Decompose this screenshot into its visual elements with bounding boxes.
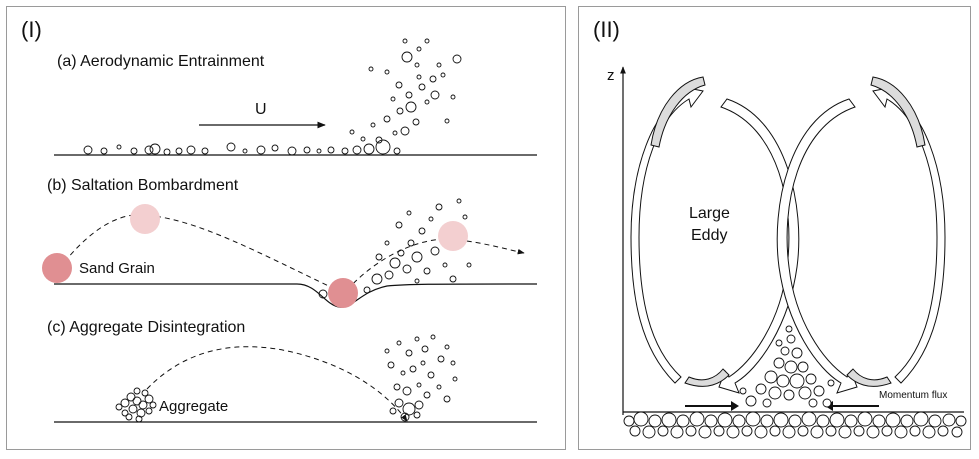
aggregate-disintegration-title: (c) Aggregate Disintegration [47, 319, 246, 336]
sand-grain-impact [328, 278, 358, 308]
sand-grain-start [42, 253, 72, 283]
momentum-flux-arrow-right [825, 401, 879, 411]
wind-speed-label: U [255, 101, 267, 118]
ejected-particles-b [318, 198, 472, 299]
aggregate-cluster [115, 387, 157, 423]
ground-line-b [54, 283, 538, 308]
sand-grain-rebound [438, 221, 468, 251]
aerodynamic-entrainment-title: (a) Aerodynamic Entrainment [57, 53, 265, 70]
panel-two-drawing [620, 66, 967, 439]
eddy-label-line-2: Eddy [691, 227, 728, 244]
saltation-bombardment-title: (b) Saltation Bombardment [47, 177, 239, 194]
particle-bed [623, 411, 967, 439]
z-axis-label: z [607, 67, 615, 84]
fragment-particles-c [384, 334, 458, 422]
particle-plume [739, 325, 835, 408]
aggregate-label: Aggregate [159, 398, 229, 415]
panel-one-label: (I) [21, 17, 42, 42]
aggregate-trajectory [146, 346, 408, 422]
panel-two-label: (II) [593, 17, 620, 42]
momentum-flux-label: Momentum flux [879, 390, 948, 401]
panel-one-drawing [42, 38, 538, 423]
right-eddy-loop [776, 76, 946, 394]
sand-grain-apex [130, 204, 160, 234]
surface-particles-a [83, 139, 401, 156]
sand-grain-label: Sand Grain [79, 260, 155, 277]
saltation-trajectory [58, 214, 338, 291]
panel-two: (II) z Large Eddy Momentum flux [578, 6, 971, 450]
entrained-particles-a [349, 38, 462, 144]
momentum-flux-arrow-left [685, 401, 739, 411]
panel-one: (I) (a) Aerodynamic Entrainment U (b) Sa… [6, 6, 566, 450]
eddy-label-line-1: Large [689, 205, 730, 222]
